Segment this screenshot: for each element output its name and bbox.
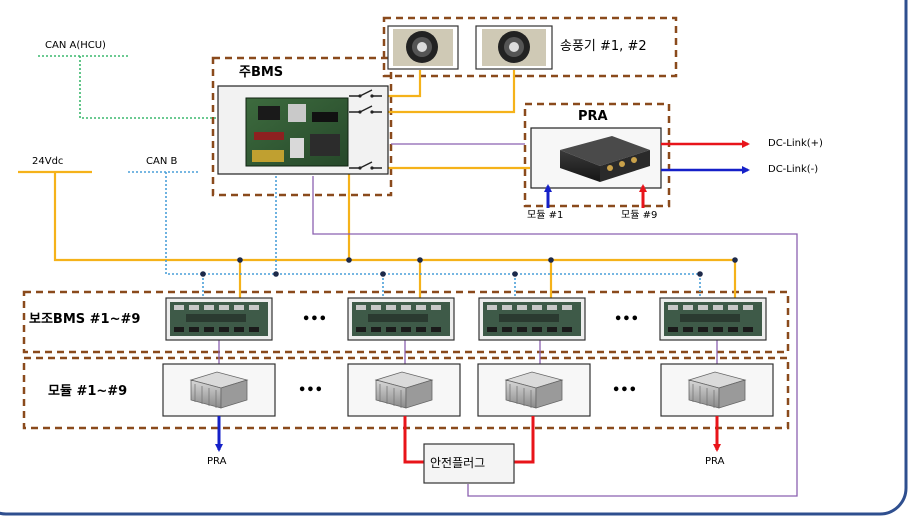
battery-module-icon xyxy=(477,363,591,417)
safety-plug-box xyxy=(423,443,515,484)
blower-1-icon xyxy=(387,25,459,70)
main-bms-group-box xyxy=(211,56,393,197)
blower-group-box xyxy=(382,16,678,78)
module-blocks xyxy=(162,363,774,417)
pra-module1-label: 모듈 #1 xyxy=(527,210,564,221)
safety-plug-label: 안전플러그 xyxy=(430,456,486,470)
sub-bms-boards xyxy=(165,297,767,341)
main-bms-board-icon xyxy=(217,85,389,175)
sub-bms-group-box xyxy=(22,290,790,354)
battery-module-icon xyxy=(162,363,276,417)
can-b-label: CAN B xyxy=(146,156,178,167)
safety-plug-right-wire xyxy=(514,416,535,464)
can-a-line xyxy=(38,55,218,119)
pra-left-label: PRA xyxy=(207,456,227,467)
pra-right-label: PRA xyxy=(705,456,725,467)
blower-2-icon xyxy=(475,25,553,70)
can-b-line xyxy=(128,171,701,300)
modules-ellipsis-2: ••• xyxy=(612,383,637,398)
pra-module9-label: 모듈 #9 xyxy=(621,210,658,221)
junction-dots xyxy=(200,257,738,277)
pra-title: PRA xyxy=(578,109,608,124)
safety-plug-left-wire xyxy=(403,416,424,464)
purple-lines xyxy=(218,143,798,497)
dc-link-plus-label: DC-Link(+) xyxy=(768,138,823,149)
modules-title: 모듈 #1~#9 xyxy=(48,384,128,399)
sub-bms-board-icon xyxy=(347,297,455,341)
pra-group-box xyxy=(523,102,671,208)
sub-bms-board-icon xyxy=(478,297,586,341)
modules-ellipsis-1: ••• xyxy=(298,383,323,398)
sub-bms-ellipsis-2: ••• xyxy=(614,312,639,327)
sub-bms-board-icon xyxy=(165,297,273,341)
blower-title: 송풍기 #1, #2 xyxy=(560,39,647,54)
sub-bms-ellipsis-1: ••• xyxy=(302,312,327,327)
can-a-label: CAN A(HCU) xyxy=(45,40,106,51)
power-24vdc-lines xyxy=(18,70,737,300)
dc24-label: 24Vdc xyxy=(32,156,64,167)
dc-link-minus-label: DC-Link(-) xyxy=(768,164,819,175)
sub-bms-board-icon xyxy=(659,297,767,341)
pra-device-icon xyxy=(530,127,662,189)
battery-module-icon xyxy=(660,363,774,417)
sub-bms-title: 보조BMS #1~#9 xyxy=(29,312,141,327)
main-bms-title: 주BMS xyxy=(239,65,284,80)
battery-module-icon xyxy=(347,363,461,417)
